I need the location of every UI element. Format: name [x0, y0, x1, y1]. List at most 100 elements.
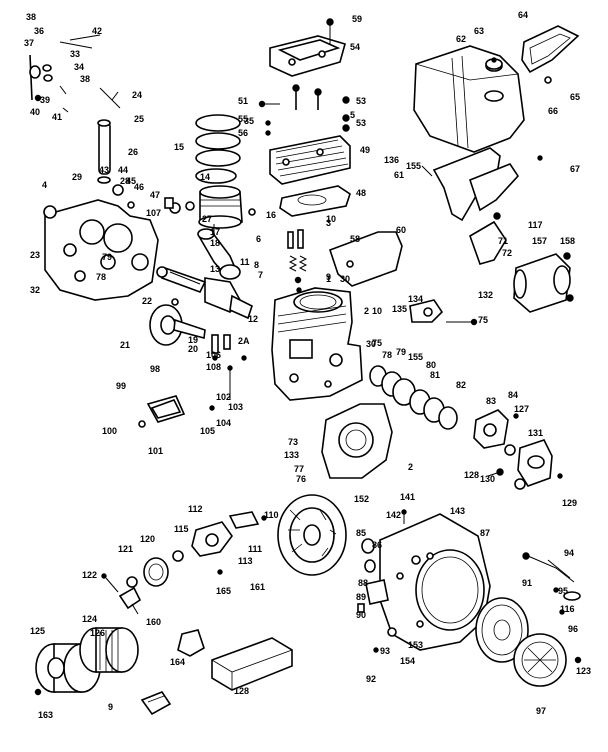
part-label-22: 22	[142, 296, 152, 306]
part-label-134: 134	[408, 294, 423, 304]
part-label-51: 51	[238, 96, 248, 106]
part-label-36: 36	[34, 26, 44, 36]
part-label-161: 161	[250, 582, 265, 592]
governor-rod	[97, 87, 121, 184]
part-label-54: 54	[350, 42, 360, 52]
part-label-14: 14	[200, 172, 210, 182]
part-label-43: 43	[99, 165, 109, 175]
part-label-113: 113	[238, 556, 253, 566]
part-label-123: 123	[576, 666, 591, 676]
part-label-11: 11	[240, 257, 250, 267]
part-label-84: 84	[508, 390, 518, 400]
part-label-75: 75	[372, 338, 382, 348]
crankcase-plate	[321, 403, 393, 479]
part-label-62: 62	[456, 34, 466, 44]
part-label-7: 7	[258, 270, 263, 280]
part-label-40: 40	[30, 107, 40, 117]
tank-bracket	[421, 147, 543, 222]
part-label-81: 81	[430, 370, 440, 380]
part-label-64: 64	[518, 10, 528, 20]
tank-strap	[521, 25, 580, 84]
part-label-1: 1	[326, 274, 331, 284]
head-bolts	[258, 84, 350, 136]
part-label-71: 71	[498, 236, 508, 246]
part-label-165: 165	[216, 586, 231, 596]
part-label-12: 12	[248, 314, 258, 324]
part-label-13: 13	[210, 264, 220, 274]
part-label-122: 122	[82, 570, 97, 580]
part-label-21: 21	[120, 340, 130, 350]
breaker-assembly	[473, 409, 519, 456]
part-label-38: 38	[26, 12, 36, 22]
part-label-96: 96	[568, 624, 578, 634]
piston	[185, 185, 256, 229]
part-label-10: 10	[326, 214, 336, 224]
part-label-60: 60	[396, 225, 406, 235]
part-label-126: 126	[90, 628, 105, 638]
part-label-80: 80	[426, 360, 436, 370]
part-label-135: 135	[392, 304, 407, 314]
part-label-15: 15	[174, 142, 184, 152]
part-label-58: 58	[350, 234, 360, 244]
part-label-99: 99	[116, 381, 126, 391]
fuel-valve	[101, 573, 142, 615]
head-gasket	[279, 185, 351, 217]
part-label-82: 82	[456, 380, 466, 390]
part-label-73: 73	[288, 437, 298, 447]
part-label-157: 157	[532, 236, 547, 246]
part-label-48: 48	[356, 188, 366, 198]
part-label-115: 115	[174, 524, 189, 534]
part-label-76: 76	[296, 474, 306, 484]
part-label-72: 72	[502, 248, 512, 258]
part-label-128: 128	[464, 470, 479, 480]
governor-linkage	[29, 34, 101, 113]
part-label-103: 103	[228, 402, 243, 412]
part-label-63: 63	[474, 26, 484, 36]
part-label-83: 83	[486, 396, 496, 406]
part-label-32: 32	[30, 285, 40, 295]
part-label-128: 128	[234, 686, 249, 696]
part-label-160: 160	[146, 617, 161, 627]
part-label-17: 17	[210, 227, 220, 237]
part-label-108: 108	[206, 362, 221, 372]
recoil-starter	[513, 633, 582, 687]
part-label-117: 117	[528, 220, 543, 230]
part-label-24: 24	[132, 90, 142, 100]
part-label-3: 3	[326, 218, 331, 228]
recoil-starter-cup	[475, 597, 529, 663]
crankshaft	[156, 266, 253, 320]
part-label-55: 55	[238, 114, 248, 124]
part-label-130: 130	[480, 474, 495, 484]
starter-bracket	[469, 212, 507, 265]
part-label-125: 125	[30, 626, 45, 636]
part-label-89: 89	[356, 592, 366, 602]
part-label-75: 75	[478, 315, 488, 325]
part-label-2: 2	[364, 306, 369, 316]
part-label-136: 136	[384, 155, 399, 165]
condenser-assembly	[487, 439, 563, 490]
part-label-79: 79	[396, 347, 406, 357]
part-label-155: 155	[408, 352, 423, 362]
part-label-110: 110	[264, 510, 279, 520]
part-label-26: 26	[128, 147, 138, 157]
part-label-143: 143	[450, 506, 465, 516]
part-label-142: 142	[386, 510, 401, 520]
valves-springs	[287, 229, 308, 293]
muffler	[177, 629, 293, 691]
part-label-4: 4	[42, 180, 47, 190]
part-label-124: 124	[82, 614, 97, 624]
part-label-78: 78	[96, 272, 106, 282]
part-label-78: 78	[382, 350, 392, 360]
part-label-155: 155	[406, 161, 421, 171]
part-label-59: 59	[352, 14, 362, 24]
part-label-61: 61	[394, 170, 404, 180]
part-label-154: 154	[400, 656, 415, 666]
part-label-9: 9	[326, 272, 331, 282]
part-label-87: 87	[480, 528, 490, 538]
starter-handle	[522, 552, 581, 615]
part-label-120: 120	[140, 534, 155, 544]
part-label-106: 106	[206, 350, 221, 360]
part-label-133: 133	[284, 450, 299, 460]
part-label-111: 111	[248, 544, 262, 554]
part-label-101: 101	[148, 446, 163, 456]
